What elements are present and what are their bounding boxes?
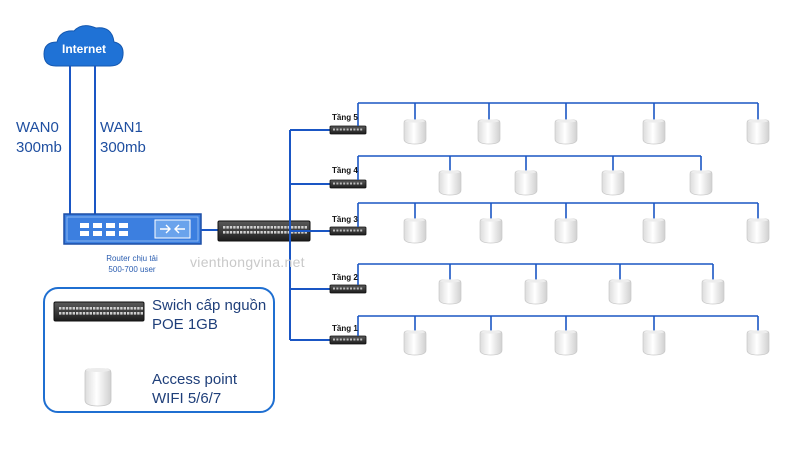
access-point-icon — [642, 119, 666, 145]
floor-group — [290, 202, 770, 244]
internet-label: Internet — [62, 42, 107, 56]
floor-label-5: Tầng 5 — [332, 113, 358, 122]
access-point-icon — [642, 218, 666, 244]
legend-switch-line2: POE 1GB — [152, 316, 218, 333]
wan1-speed: 300mb — [100, 139, 146, 156]
floor-switch-icon — [329, 179, 367, 189]
floor-group — [290, 263, 725, 305]
access-point-icon — [746, 119, 770, 145]
floor-switch-icon — [329, 335, 367, 345]
access-point-icon — [438, 170, 462, 196]
wan0-speed: 300mb — [16, 139, 62, 156]
legend-ap-line1: Access point — [152, 371, 238, 388]
access-point-icon — [554, 330, 578, 356]
access-point-icon — [746, 218, 770, 244]
floor-label-3: Tầng 3 — [332, 215, 358, 224]
floor-group — [305, 155, 713, 196]
floor-switch-icon — [329, 284, 367, 294]
access-point-icon — [477, 119, 501, 145]
legend-switch-line1: Swich cấp nguồn — [152, 297, 267, 314]
floor-switch-icon — [329, 226, 367, 236]
wan-links — [69, 66, 96, 214]
access-point-icon — [642, 330, 666, 356]
access-point-icon — [601, 170, 625, 196]
access-point-icon — [554, 119, 578, 145]
internet-cloud-icon — [43, 25, 124, 67]
core-trunk — [289, 130, 305, 340]
floor-label-2: Tầng 2 — [332, 273, 358, 282]
legend-ap-line2: WIFI 5/6/7 — [152, 390, 222, 407]
access-point-icon — [479, 218, 503, 244]
access-point-icon — [554, 218, 578, 244]
watermark: vienthongvina.net — [190, 254, 305, 270]
floor-group — [290, 315, 770, 356]
wan0-block: WAN0 300mb — [16, 118, 62, 158]
access-point-icon — [689, 170, 713, 196]
wan1-name: WAN1 — [100, 119, 143, 136]
access-point-icon — [524, 279, 548, 305]
floor-label-1: Tầng 1 — [332, 324, 358, 333]
access-point-icon — [403, 218, 427, 244]
router-caption-line2: 500-700 user — [108, 265, 156, 274]
access-point-icon — [514, 170, 538, 196]
floor-switch-icon — [329, 125, 367, 135]
access-point-icon — [403, 330, 427, 356]
floor-group — [290, 102, 770, 145]
access-point-icon — [701, 279, 725, 305]
router-icon — [63, 213, 202, 245]
router-caption: Router chịu tải 500-700 user — [80, 253, 184, 275]
legend-ap-text: Access point WIFI 5/6/7 — [152, 370, 237, 408]
wan0-name: WAN0 — [16, 119, 59, 136]
access-point-icon — [746, 330, 770, 356]
legend-switch-icon — [53, 301, 145, 322]
router-caption-line1: Router chịu tải — [106, 254, 158, 263]
wan1-block: WAN1 300mb — [100, 118, 146, 158]
legend-switch-text: Swich cấp nguồn POE 1GB — [152, 296, 266, 334]
access-point-icon — [403, 119, 427, 145]
access-point-icon — [608, 279, 632, 305]
floor-label-4: Tầng 4 — [332, 166, 358, 175]
access-point-icon — [479, 330, 503, 356]
access-point-icon — [438, 279, 462, 305]
legend-access-point-icon — [84, 368, 112, 407]
